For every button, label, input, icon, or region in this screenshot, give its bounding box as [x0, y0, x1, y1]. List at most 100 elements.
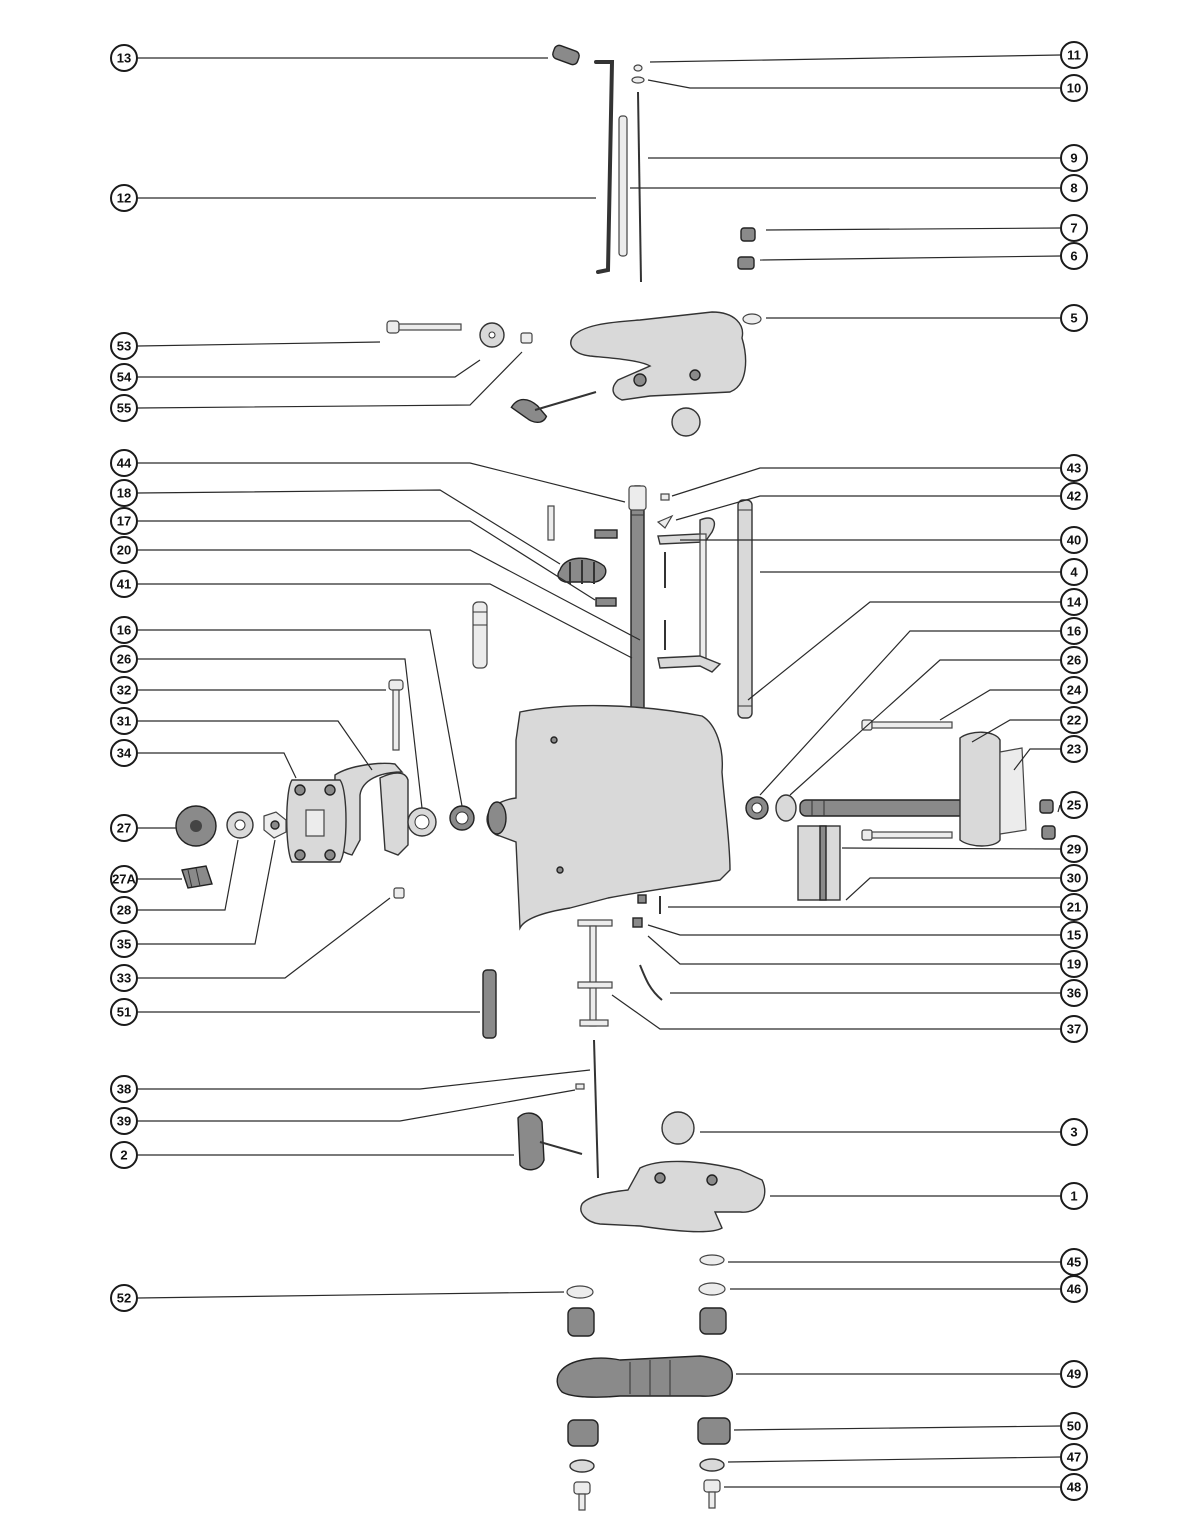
leader-lines — [137, 54, 1061, 1488]
callout-18-left: 18 — [110, 479, 138, 507]
callout-label: 54 — [117, 370, 132, 385]
part-pin-vertical — [547, 505, 555, 541]
part-49-mount — [556, 1355, 733, 1398]
part-9-rod — [637, 91, 642, 283]
callout-circle — [110, 184, 138, 212]
callout-circle — [110, 1141, 138, 1169]
part-50-bushing-right — [697, 1417, 731, 1445]
callout-26-left: 26 — [110, 645, 138, 673]
callout-label: 43 — [1067, 461, 1081, 476]
part-41-pin — [472, 601, 488, 669]
part-47-washer-right — [699, 1458, 725, 1472]
callout-37-right: 37 — [1060, 1015, 1088, 1043]
callout-49-right: 49 — [1060, 1360, 1088, 1388]
part-52-washer — [566, 1285, 594, 1299]
part-7-bushing — [740, 227, 756, 242]
part-26-washer-right — [775, 794, 797, 822]
part-shaft-right — [799, 799, 966, 817]
part-22-clamp — [959, 731, 1027, 847]
callout-label: 13 — [117, 51, 131, 66]
part-36-spring — [639, 964, 663, 1001]
callout-label: 1 — [1070, 1189, 1077, 1204]
callout-label: 51 — [117, 1005, 131, 1020]
callout-label: 24 — [1067, 683, 1082, 698]
part-upper-bracket — [570, 311, 747, 401]
callout-label: 26 — [117, 652, 131, 667]
callout-circle — [110, 449, 138, 477]
callout-circle — [1060, 242, 1088, 270]
callout-10-right: 10 — [1060, 74, 1088, 102]
part-24-bolt — [861, 719, 953, 731]
callout-label: 21 — [1067, 900, 1081, 915]
callout-55-left: 55 — [110, 394, 138, 422]
callout-circle — [1060, 735, 1088, 763]
callout-6-right: 6 — [1060, 242, 1088, 270]
callout-50-right: 50 — [1060, 1412, 1088, 1440]
callout-circle — [110, 896, 138, 924]
callout-41-left: 41 — [110, 570, 138, 598]
callout-30-right: 30 — [1060, 864, 1088, 892]
callout-circle — [110, 570, 138, 598]
part-upper-clamp-screw — [510, 391, 597, 423]
part-upper-pad — [671, 407, 701, 437]
callout-label: 52 — [117, 1291, 131, 1306]
callout-circle — [110, 814, 138, 842]
callout-32-left: 32 — [110, 676, 138, 704]
callout-label: 48 — [1067, 1480, 1081, 1495]
callout-5-right: 5 — [1060, 304, 1088, 332]
callout-34-left: 34 — [110, 739, 138, 767]
callout-bubbles: 1312535455441817204116263231342727A28353… — [110, 41, 1088, 1501]
part-25-nut — [1039, 799, 1056, 840]
part-10-11-washer — [631, 64, 645, 84]
callout-label: 47 — [1067, 1450, 1081, 1465]
part-20-block — [595, 597, 617, 607]
callout-label: 4 — [1070, 565, 1078, 580]
callout-label: 27A — [112, 872, 136, 887]
part-5-pin — [742, 313, 762, 325]
callout-label: 45 — [1067, 1255, 1081, 1270]
callout-51-left: 51 — [110, 998, 138, 1026]
part-47-washer-left — [569, 1459, 595, 1473]
callout-circle — [1060, 1275, 1088, 1303]
callout-circle — [110, 1284, 138, 1312]
callout-circle — [1060, 950, 1088, 978]
callout-16-right: 16 — [1060, 617, 1088, 645]
callout-19-right: 19 — [1060, 950, 1088, 978]
callout-label: 9 — [1070, 151, 1077, 166]
callout-circle — [110, 363, 138, 391]
callout-label: 46 — [1067, 1282, 1081, 1297]
callout-44-left: 44 — [110, 449, 138, 477]
callout-label: 6 — [1070, 249, 1077, 264]
callout-label: 29 — [1067, 842, 1081, 857]
callout-27-left: 27 — [110, 814, 138, 842]
part-16-bushing-right — [745, 796, 769, 820]
callout-circle — [110, 616, 138, 644]
callout-48-right: 48 — [1060, 1473, 1088, 1501]
part-51-pin — [482, 969, 497, 1039]
callout-circle — [1060, 979, 1088, 1007]
callout-39-left: 39 — [110, 1107, 138, 1135]
callout-31-left: 31 — [110, 707, 138, 735]
callout-circle — [110, 645, 138, 673]
callout-40-right: 40 — [1060, 526, 1088, 554]
callout-label: 53 — [117, 339, 131, 354]
part-40-tilt-lever — [657, 517, 722, 673]
callout-9-right: 9 — [1060, 144, 1088, 172]
callout-label: 34 — [117, 746, 132, 761]
callout-29-right: 29 — [1060, 835, 1088, 863]
callout-27a-left: 27A — [110, 865, 138, 893]
callout-label: 37 — [1067, 1022, 1081, 1037]
callout-circle — [110, 394, 138, 422]
part-46-washer — [698, 1282, 726, 1296]
callout-label: 55 — [117, 401, 131, 416]
part-27-bushing — [175, 805, 217, 847]
callout-circle — [1060, 1182, 1088, 1210]
callout-13-left: 13 — [110, 44, 138, 72]
callout-label: 38 — [117, 1082, 131, 1097]
callout-label: 12 — [117, 191, 131, 206]
part-48-bolt-left — [573, 1481, 591, 1511]
callout-circle — [1060, 1473, 1088, 1501]
part-17-block — [594, 529, 618, 539]
callout-15-right: 15 — [1060, 921, 1088, 949]
